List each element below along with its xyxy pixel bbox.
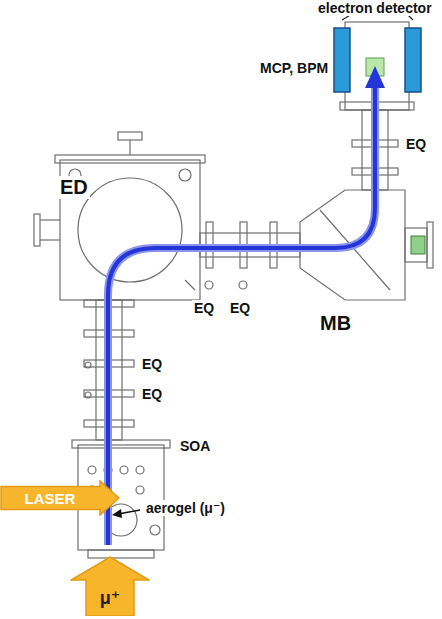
arrow-shape: LASER — [0, 480, 120, 516]
part-label: aerogel (μ⁻) — [144, 500, 227, 516]
part-label: EQ — [404, 136, 428, 152]
part-label: MCP, BPM — [258, 60, 330, 76]
part-label: MB — [318, 312, 353, 335]
part-label: ED — [58, 176, 90, 199]
part-label: EQ — [228, 300, 252, 316]
part-label: EQ — [140, 356, 164, 372]
arrow-shape: μ⁺ — [70, 556, 150, 616]
arrow-text: μ⁺ — [100, 587, 121, 609]
part-label: EQ — [192, 300, 216, 316]
arrow-text: LASER — [25, 490, 76, 507]
part-label: SOA — [178, 438, 212, 454]
part-label: electron detector — [316, 0, 434, 16]
part-label: EQ — [140, 386, 164, 402]
